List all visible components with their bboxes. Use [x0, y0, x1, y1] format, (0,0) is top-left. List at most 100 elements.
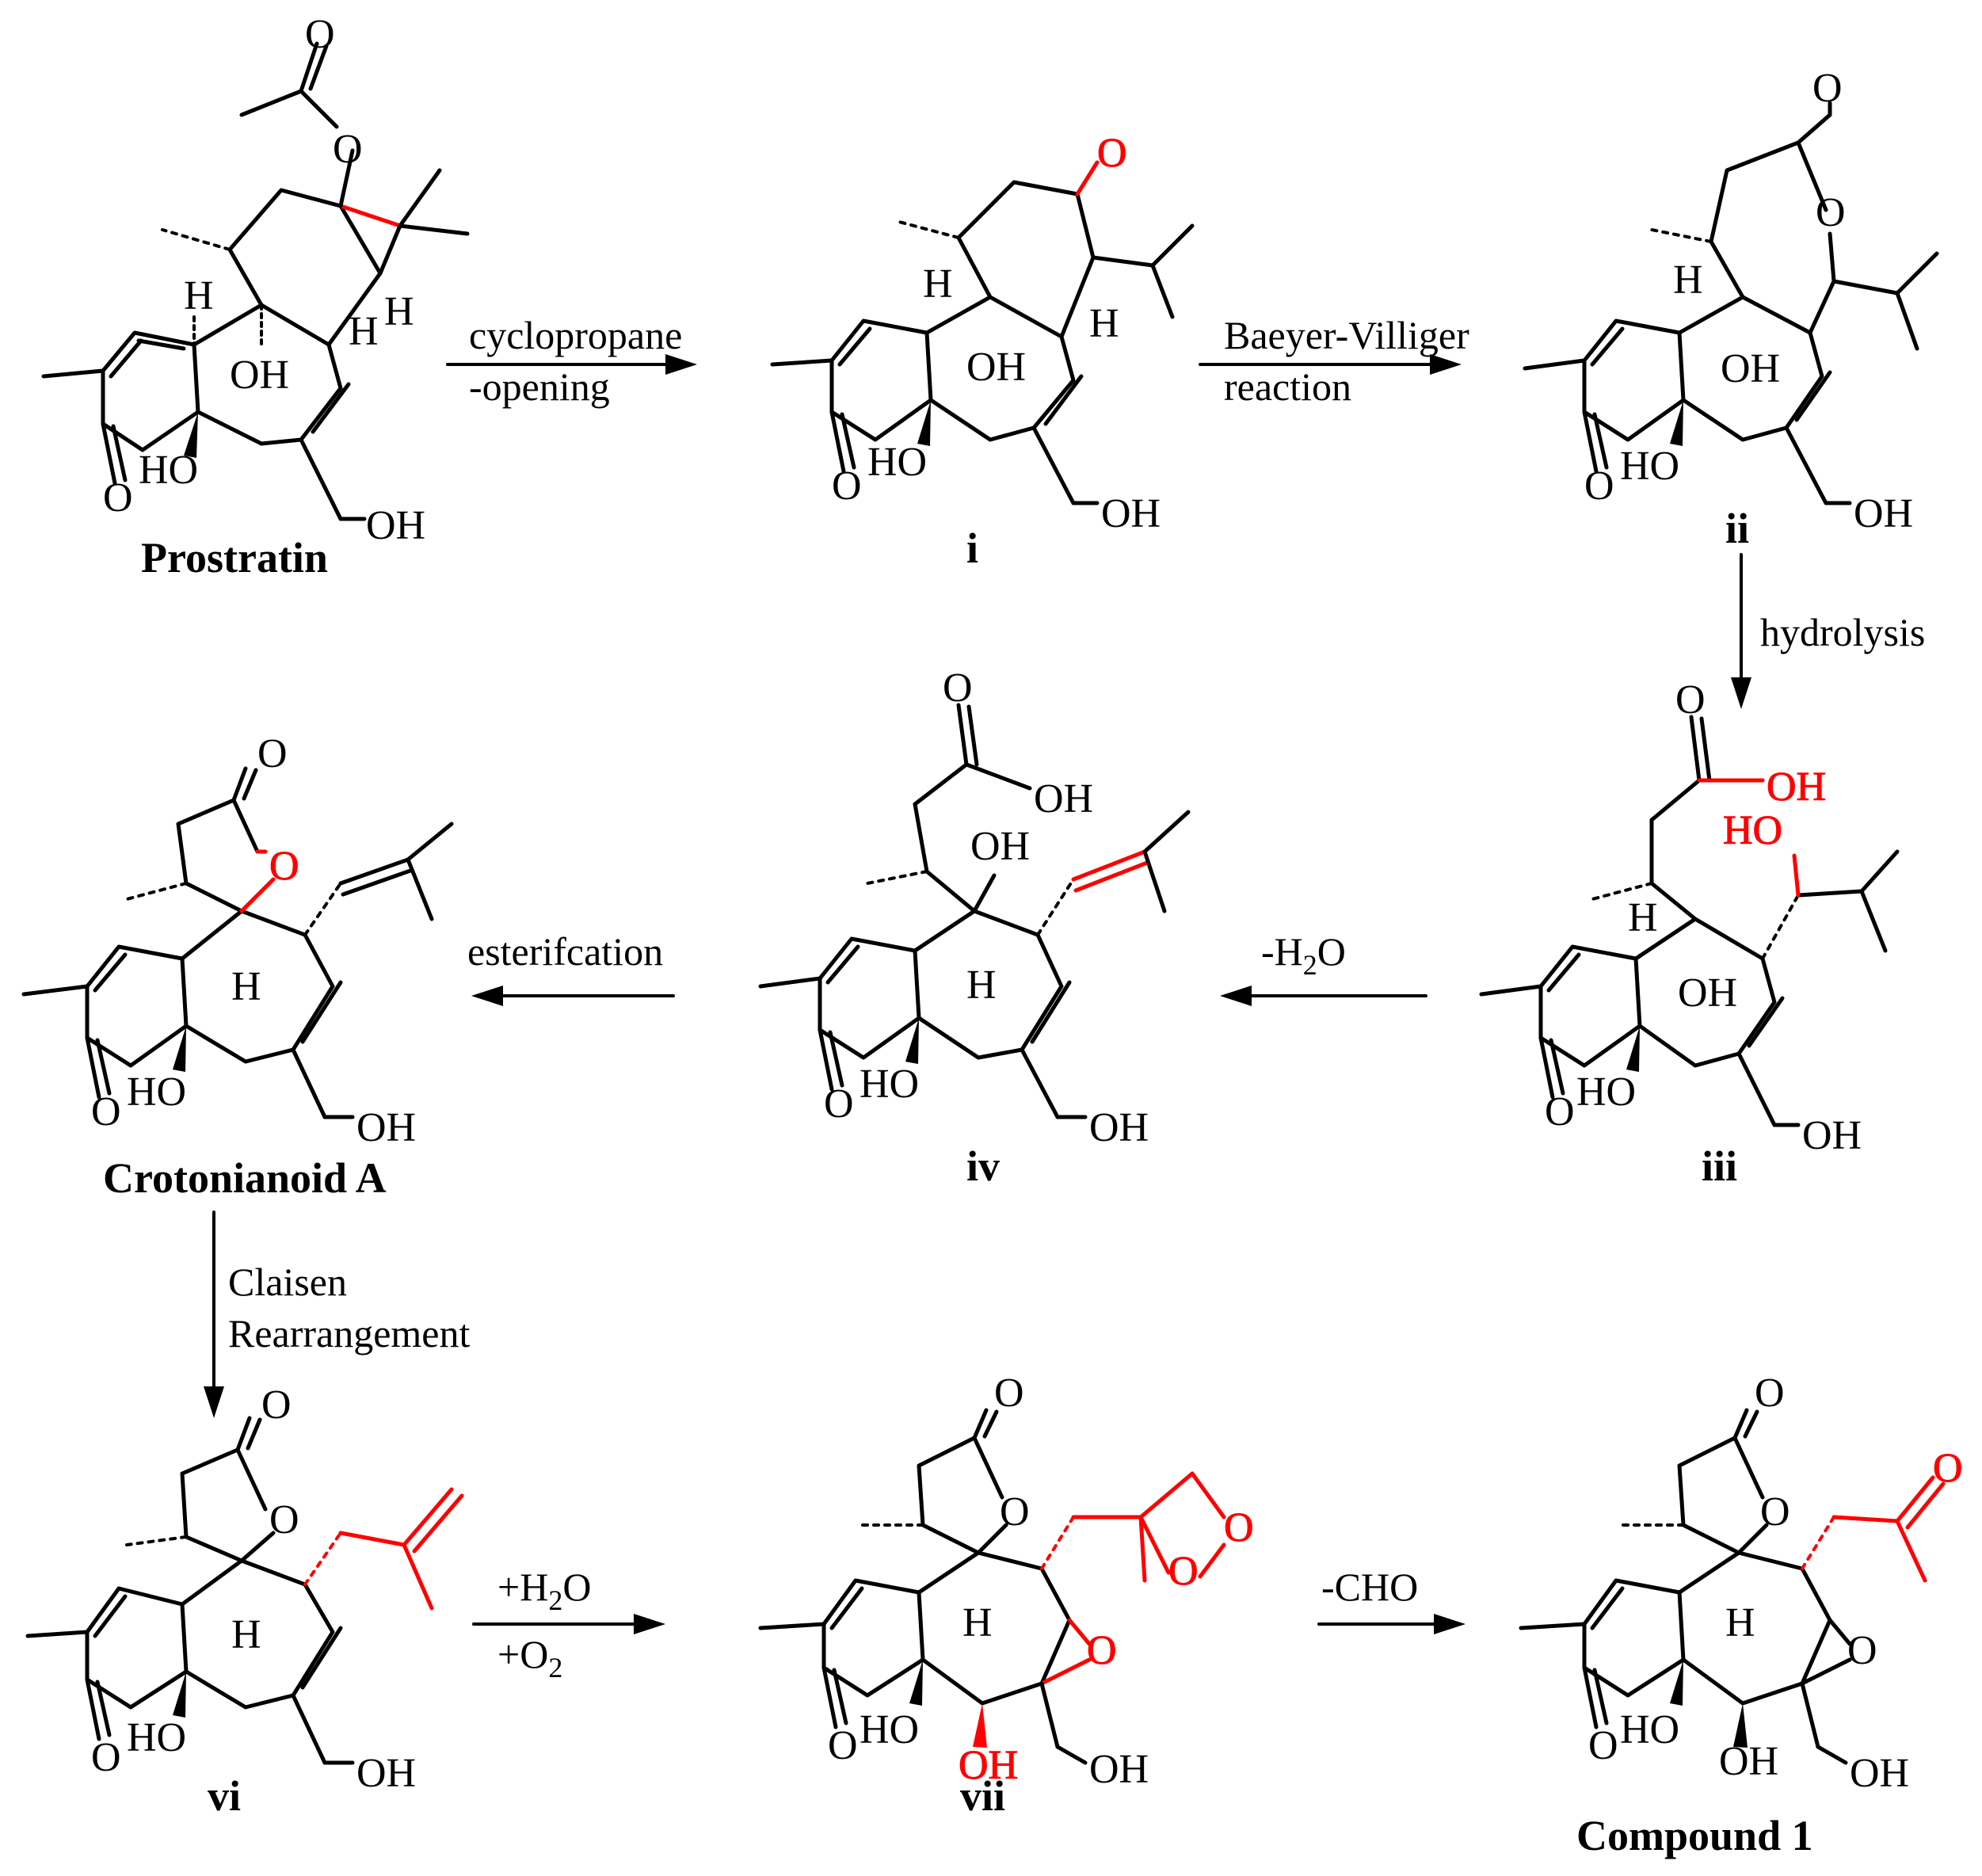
atom-ho: HO	[860, 1707, 919, 1752]
atom-ho: HO	[127, 1070, 186, 1115]
atom-o: O	[943, 665, 973, 711]
condition-baeyer-villiger-line1: Baeyer-Villiger	[1224, 313, 1469, 357]
atom-oh: OH	[356, 1105, 416, 1150]
condition-hydration-tail: O	[562, 1565, 591, 1609]
condition-oxidation-main: +O	[497, 1632, 548, 1676]
atom-oh: OH	[366, 503, 425, 548]
atom-o: O	[1675, 677, 1706, 723]
atom-ho: HO	[127, 1715, 186, 1760]
arrow-decarbonylation	[1317, 1614, 1466, 1634]
structure-compound-vi: O OH O O H HO	[25, 1382, 464, 1796]
atom-h: H	[1725, 1600, 1755, 1645]
atom-oh: OH	[1850, 1751, 1909, 1796]
condition-cyclopropane-opening-line1: cyclopropane	[469, 313, 682, 357]
arrow-baeyer-villiger	[1199, 354, 1462, 375]
label-compound-ii: ii	[1725, 505, 1749, 552]
structure-prostratin: O OH O O H OH H H HO	[41, 12, 470, 548]
atom-h: H	[384, 289, 414, 334]
condition-dehydration-main: -H	[1261, 929, 1303, 974]
structure-compound-iii: O OH O OH HO H OH HO	[1479, 677, 1900, 1158]
atom-o: O	[994, 1371, 1024, 1416]
atom-o: O	[1812, 66, 1843, 111]
atom-h: H	[962, 1600, 993, 1645]
label-prostratin: Prostratin	[141, 534, 328, 581]
atom-h: H	[231, 964, 261, 1009]
structure-compound-vii: O O OH OH O O O O H HO	[758, 1371, 1254, 1792]
condition-hydration-main: +H	[497, 1565, 548, 1609]
condition-dehydration-sub: 2	[1303, 949, 1317, 981]
condition-decarbonylation: -CHO	[1321, 1565, 1418, 1609]
condition-cyclopropane-opening-line2: -opening	[469, 364, 610, 409]
atom-o: O	[305, 12, 335, 57]
compound-labels: Prostratin i ii iii iv Crotonianoid A vi…	[103, 505, 1813, 1859]
atom-ho: HO	[867, 440, 927, 485]
atom-oh: OH	[230, 353, 289, 398]
condition-oxidation: +O2	[497, 1632, 562, 1683]
atom-o: O	[1755, 1371, 1785, 1416]
atom-o: O	[91, 1089, 121, 1134]
atom-oh: OH	[1854, 491, 1913, 536]
label-compound-iv: iv	[966, 1142, 1000, 1190]
atom-o-red: O	[1087, 1628, 1117, 1673]
atom-oh: OH	[1721, 346, 1780, 391]
label-compound-vi: vi	[208, 1772, 241, 1820]
atom-o-red: O	[1933, 1446, 1963, 1491]
arrow-esterification	[471, 986, 675, 1006]
atom-ho: HO	[1620, 444, 1679, 489]
atom-h: H	[1628, 895, 1658, 940]
condition-esterification: esterifcation	[467, 929, 663, 974]
atom-oh: OH	[1089, 1747, 1149, 1792]
atom-oh-red: OH	[959, 1743, 1018, 1788]
arrow-claisen	[204, 1211, 224, 1418]
atom-o: O	[1816, 190, 1846, 235]
condition-hydrolysis: hydrolysis	[1760, 610, 1925, 654]
arrow-hydrolysis	[1731, 553, 1751, 709]
condition-dehydration: -H2O	[1261, 929, 1346, 981]
atom-h: H	[1089, 301, 1119, 346]
condition-dehydration-tail: O	[1317, 929, 1346, 974]
atom-o-red: O	[1097, 131, 1127, 176]
atom-h: H	[923, 261, 953, 307]
atom-o: O	[1588, 1723, 1618, 1768]
label-compound-iii: iii	[1702, 1142, 1737, 1190]
atom-o: O	[333, 127, 363, 172]
atom-o: O	[828, 1723, 858, 1768]
atom-o: O	[261, 1382, 292, 1428]
atom-h: H	[349, 309, 379, 354]
atom-ho: HO	[1576, 1070, 1636, 1115]
atom-oh: OH	[1034, 776, 1093, 822]
atom-h: H	[231, 1612, 261, 1657]
atom-h: H	[184, 273, 214, 318]
condition-hydration: +H2O	[497, 1565, 591, 1616]
arrow-cyclopropane-opening	[446, 354, 697, 375]
structure-compound-ii: O OH O O H OH HO	[1523, 66, 1939, 536]
arrow-dehydration	[1220, 986, 1427, 1006]
atom-o: O	[257, 731, 288, 776]
atom-ho: HO	[860, 1062, 919, 1107]
atom-o: O	[1584, 463, 1614, 509]
atom-o: O	[269, 1497, 299, 1542]
atom-oh: OH	[1101, 491, 1161, 536]
structure-compound-1: O O OH OH O O O H HO	[1519, 1371, 1963, 1796]
atom-h: H	[966, 963, 997, 1008]
atom-oh: OH	[1089, 1105, 1149, 1150]
atom-oh: OH	[356, 1751, 416, 1796]
atom-o: O	[91, 1735, 121, 1780]
label-crotonianoid-a: Crotonianoid A	[103, 1154, 387, 1202]
atom-oh: OH	[966, 345, 1026, 390]
atom-o: O	[103, 475, 133, 520]
atom-o: O	[832, 463, 862, 509]
atom-ho-red: HO	[1723, 808, 1782, 853]
label-compound-1: Compound 1	[1576, 1812, 1813, 1859]
atom-o-red: O	[269, 844, 299, 889]
atom-h: H	[1673, 257, 1703, 303]
structure-compound-iv: O OH O OH OH H HO	[758, 665, 1191, 1150]
atom-o-red: O	[1224, 1505, 1254, 1550]
condition-baeyer-villiger-line2: reaction	[1224, 364, 1351, 409]
condition-claisen-line1: Claisen	[228, 1260, 347, 1304]
arrow-hydration-oxidation	[472, 1614, 665, 1634]
atom-oh: OH	[970, 824, 1030, 869]
step-conditions: cyclopropane -opening Baeyer-Villiger re…	[228, 313, 1925, 1683]
structure-crotonianoid-a: O OH O O H HO	[21, 731, 454, 1150]
